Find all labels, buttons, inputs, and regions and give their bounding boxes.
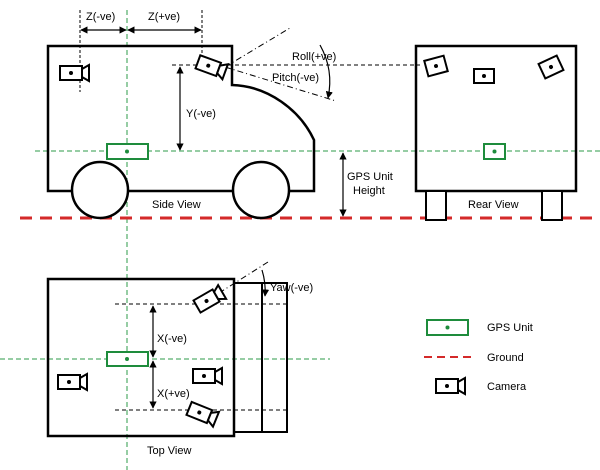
pitch-arc (319, 44, 333, 99)
pitch-line (224, 66, 337, 102)
legend-camera-label: Camera (487, 381, 527, 393)
gps-unit-icon (483, 143, 506, 160)
z-pos-label: Z(+ve) (148, 11, 180, 23)
rear-view-body (414, 44, 578, 193)
roll-line (224, 27, 291, 68)
top-view: X(-ve) X(+ve) Yaw(-ve) (46, 261, 313, 457)
camera-icon (57, 372, 88, 392)
legend-gps-icon (426, 319, 469, 336)
gps-height-label-2: Height (353, 185, 385, 197)
rear-view: Rear View (414, 44, 578, 221)
y-neg-label: Y(-ve) (186, 108, 216, 120)
yaw-line (207, 261, 269, 301)
legend-ground-label: Ground (487, 352, 524, 364)
top-view-label: Top View (147, 445, 191, 457)
camera-icon (59, 63, 90, 83)
top-view-hood (233, 282, 263, 433)
camera-icon (194, 54, 230, 82)
side-view-body (46, 44, 316, 193)
gps-unit-icon (106, 143, 149, 160)
gps-unit-icon (106, 351, 149, 367)
legend-camera-icon (435, 376, 466, 396)
legend-gps-label: GPS Unit (487, 322, 533, 334)
pitch-label: Pitch(-ve) (272, 72, 319, 84)
legend: GPS Unit Ground Camera (424, 319, 533, 396)
x-neg-label: X(-ve) (157, 333, 187, 345)
camera-icon (192, 366, 223, 386)
rear-view-label: Rear View (468, 199, 519, 211)
side-view: Z(-ve) Z(+ve) Y(-ve) Roll(+ve) Pitch(-ve… (46, 10, 420, 220)
yaw-label: Yaw(-ve) (270, 282, 313, 294)
camera-icon (192, 283, 228, 314)
camera-icon (185, 400, 221, 429)
x-pos-label: X(+ve) (157, 388, 190, 400)
rear-wheel (231, 160, 291, 220)
yaw-arc (261, 269, 270, 297)
guide-lines (0, 10, 600, 470)
gps-height-label-1: GPS Unit (347, 171, 393, 183)
roll-label: Roll(+ve) (292, 51, 336, 63)
z-neg-label: Z(-ve) (86, 11, 115, 23)
camera-rear-front-icon (423, 54, 565, 84)
side-view-label: Side View (152, 199, 201, 211)
rear-wheel-right (541, 190, 563, 221)
rear-wheel-left (425, 190, 447, 221)
front-wheel (70, 160, 130, 220)
top-view-front (262, 282, 288, 433)
